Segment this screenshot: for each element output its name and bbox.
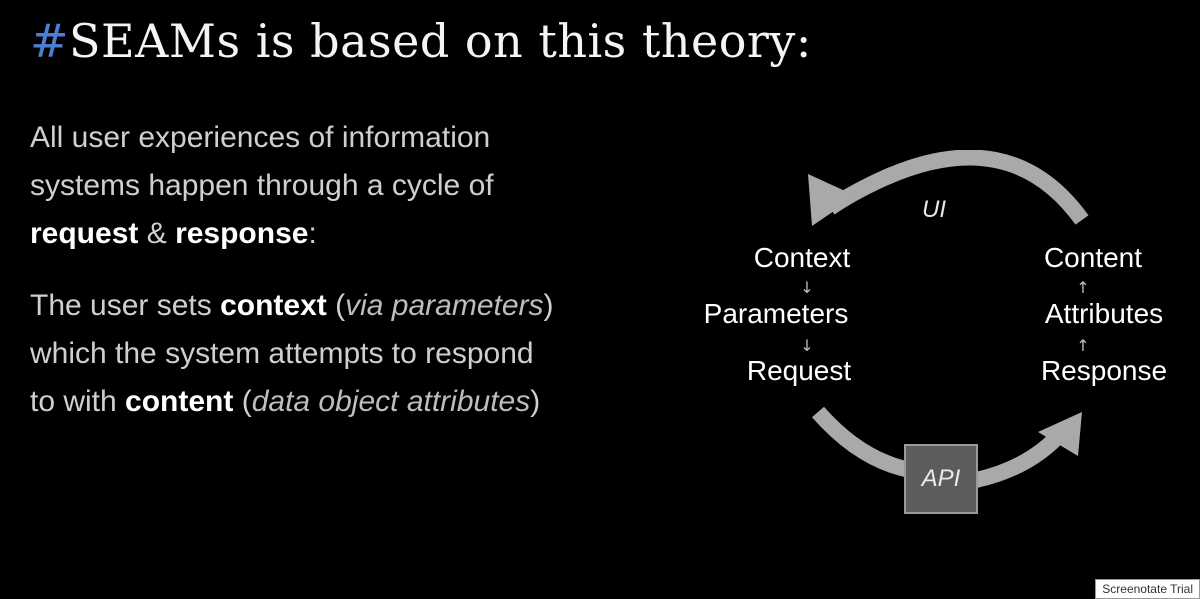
text-span: ) <box>530 385 541 418</box>
api-label: API <box>921 465 961 492</box>
down-arrow-icon: ↓ <box>800 336 814 355</box>
api-arc-right <box>974 426 1068 488</box>
title-text: SEAMs is based on this theory: <box>69 14 812 68</box>
request-term: request <box>30 217 139 250</box>
up-arrow-icon: ↑ <box>1076 278 1090 297</box>
text-span: to with <box>30 385 126 418</box>
parameters-node: Parameters <box>703 298 849 329</box>
text-span: The user sets <box>30 289 221 322</box>
response-node: Response <box>1040 355 1168 386</box>
ui-arrowhead <box>808 174 856 226</box>
intro-paragraph: All user experiences of information syst… <box>30 114 650 258</box>
up-arrow-icon: ↑ <box>1076 336 1090 355</box>
context-paragraph: The user sets context (via parameters) w… <box>30 282 650 426</box>
text-span: ( <box>326 289 346 322</box>
colon: : <box>308 217 317 250</box>
cycle-arrows <box>808 150 1089 488</box>
attributes-node: Attributes <box>1044 298 1164 329</box>
context-node: Context <box>753 242 851 273</box>
ui-label: UI <box>922 196 946 223</box>
content-node: Content <box>1043 242 1143 273</box>
response-term: response <box>175 217 309 250</box>
intro-line-1: All user experiences of information <box>30 121 491 154</box>
content-term: content <box>125 385 234 418</box>
api-box: API <box>904 444 978 514</box>
context-term: context <box>220 289 327 322</box>
watermark-label: Screenotate Trial <box>1095 579 1200 599</box>
request-node: Request <box>746 355 852 386</box>
slide-title: #SEAMs is based on this theory: <box>30 14 812 68</box>
text-span: ( <box>233 385 252 418</box>
via-parameters: via parameters <box>345 289 544 322</box>
api-arrowhead <box>1038 412 1082 456</box>
down-arrow-icon: ↓ <box>800 278 814 297</box>
context-line-2: which the system attempts to respond <box>30 337 534 370</box>
hashtag-symbol: # <box>30 14 70 68</box>
request-response-cycle-diagram: UI Context ↓ Parameters ↓ Request Conten… <box>680 150 1200 530</box>
text-span: ) <box>543 289 554 322</box>
ampersand: & <box>138 217 176 250</box>
ui-arc <box>825 150 1089 225</box>
data-object-attributes: data object attributes <box>251 385 531 418</box>
api-arc <box>811 406 912 478</box>
intro-line-2: systems happen through a cycle of <box>30 169 494 202</box>
